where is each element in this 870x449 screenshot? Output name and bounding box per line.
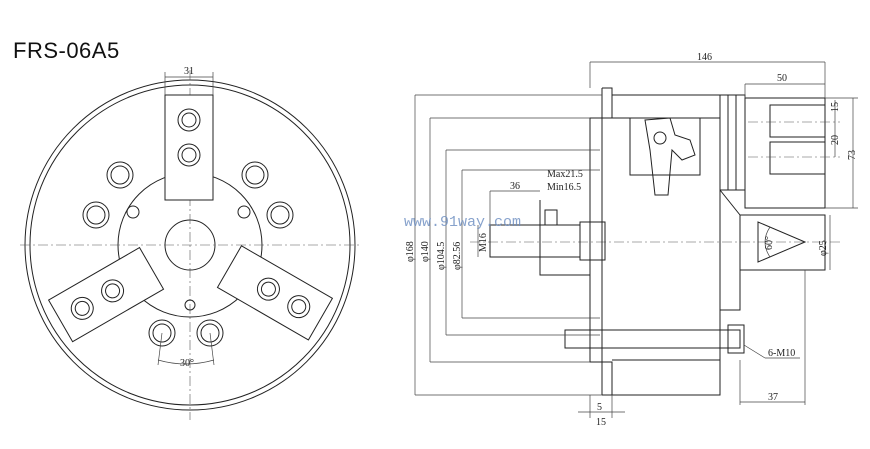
jaw-right — [216, 245, 334, 341]
dim-cylinder-length: 50 — [777, 73, 787, 84]
dim-hole-angle: 30° — [180, 358, 194, 369]
watermark: www.91way.com — [404, 214, 521, 231]
dim-dia-82: φ82.56 — [452, 242, 463, 270]
bolt-label: 6-M10 — [768, 348, 795, 359]
front-view: 31 30° — [20, 66, 360, 420]
dim-port-offset: 15 — [830, 102, 841, 112]
dim-5: 5 — [597, 402, 602, 413]
jaw-top — [164, 94, 214, 201]
dim-dia-168: φ168 — [405, 241, 416, 262]
mounting-holes — [82, 161, 294, 347]
dim-dia-140: φ140 — [420, 241, 431, 262]
dim-cylinder-height: 73 — [847, 150, 858, 160]
dim-jaw-width: 31 — [184, 66, 194, 77]
jaw-left — [47, 246, 165, 343]
side-view: 146 50 15 20 73 Max21.5 Min16.5 36 φ168 … — [405, 52, 858, 428]
dim-stroke-max: Max21.5 — [547, 169, 583, 180]
dim-thread: M16 — [478, 233, 489, 252]
dim-stroke-min: Min16.5 — [547, 182, 581, 193]
drawing-title: FRS-06A5 — [13, 38, 120, 63]
dim-dia-25: φ25 — [818, 240, 829, 256]
dim-port-spacing: 20 — [830, 135, 841, 145]
dim-angle: 60° — [764, 236, 775, 250]
dim-37: 37 — [768, 392, 778, 403]
dim-draw-bar-length: 36 — [510, 181, 520, 192]
dim-dia-104: φ104.5 — [436, 242, 447, 270]
dim-15: 15 — [596, 417, 606, 428]
dim-overall-length: 146 — [697, 52, 712, 63]
